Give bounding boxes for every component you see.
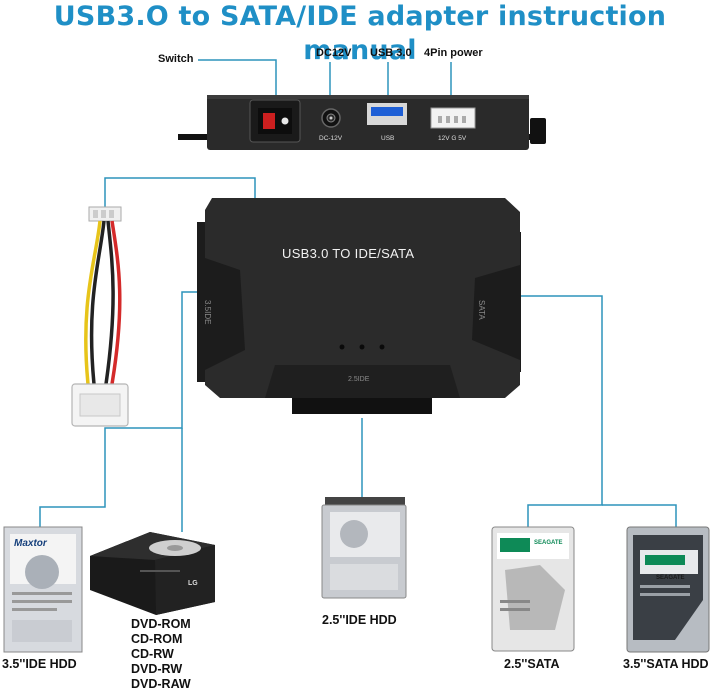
dc12v-label: DC12V bbox=[316, 47, 352, 59]
seagate-logo-text-25: SEAGATE bbox=[534, 540, 563, 546]
hdd-35-sata bbox=[626, 526, 710, 653]
dvd-item: CD-RW bbox=[131, 647, 174, 661]
maxtor-logo-text: Maxtor bbox=[14, 538, 47, 549]
adapter-right-text: SATA bbox=[477, 300, 486, 320]
seagate-logo-text-35: SEAGATE bbox=[656, 575, 685, 581]
power-cable bbox=[71, 206, 129, 427]
page-title: USB3.O to SATA/IDE adapter instruction m… bbox=[53, 1, 667, 66]
caption-35-sata-hdd: 3.5''SATA HDD bbox=[623, 657, 709, 671]
caption-25-sata: 2.5''SATA bbox=[504, 657, 560, 671]
hdd-25-sata bbox=[491, 526, 575, 652]
line-cable-adapter bbox=[104, 177, 256, 207]
4pin-power-label: 4Pin power bbox=[424, 47, 483, 59]
caption-25-ide-hdd: 2.5''IDE HDD bbox=[322, 613, 397, 627]
line-sata bbox=[520, 295, 603, 527]
dc-port-text: DC-12V bbox=[319, 135, 343, 142]
lg-logo-text: LG bbox=[188, 580, 198, 587]
adapter-body bbox=[197, 198, 521, 414]
dvd-item: DVD-RAW bbox=[131, 677, 191, 691]
port-panel bbox=[178, 95, 546, 150]
power-port-text: 12V G 5V bbox=[438, 135, 467, 142]
adapter-bottom-text: 2.5IDE bbox=[348, 376, 370, 383]
dvd-item: DVD-RW bbox=[131, 662, 183, 676]
usb-port-text: USB bbox=[381, 135, 395, 142]
usb30-label: USB 3.0 bbox=[370, 47, 412, 59]
dvd-compat-list: DVD-ROM CD-ROM CD-RW DVD-RW DVD-RAW bbox=[131, 617, 191, 692]
switch-label: Switch bbox=[158, 53, 194, 65]
dvd-item: CD-ROM bbox=[131, 632, 183, 646]
dvd-item: DVD-ROM bbox=[131, 617, 191, 631]
hdd-35-ide bbox=[3, 526, 83, 653]
dvd-drive bbox=[90, 532, 215, 615]
adapter-front-text: USB3.0 TO IDE/SATA bbox=[282, 246, 415, 261]
line-ide35 bbox=[39, 291, 205, 527]
line-sata35 bbox=[602, 504, 677, 527]
hdd-25-ide bbox=[321, 497, 407, 599]
caption-35-ide-hdd: 3.5''IDE HDD bbox=[2, 657, 77, 671]
adapter-left-text: 3.5IDE bbox=[203, 300, 212, 325]
